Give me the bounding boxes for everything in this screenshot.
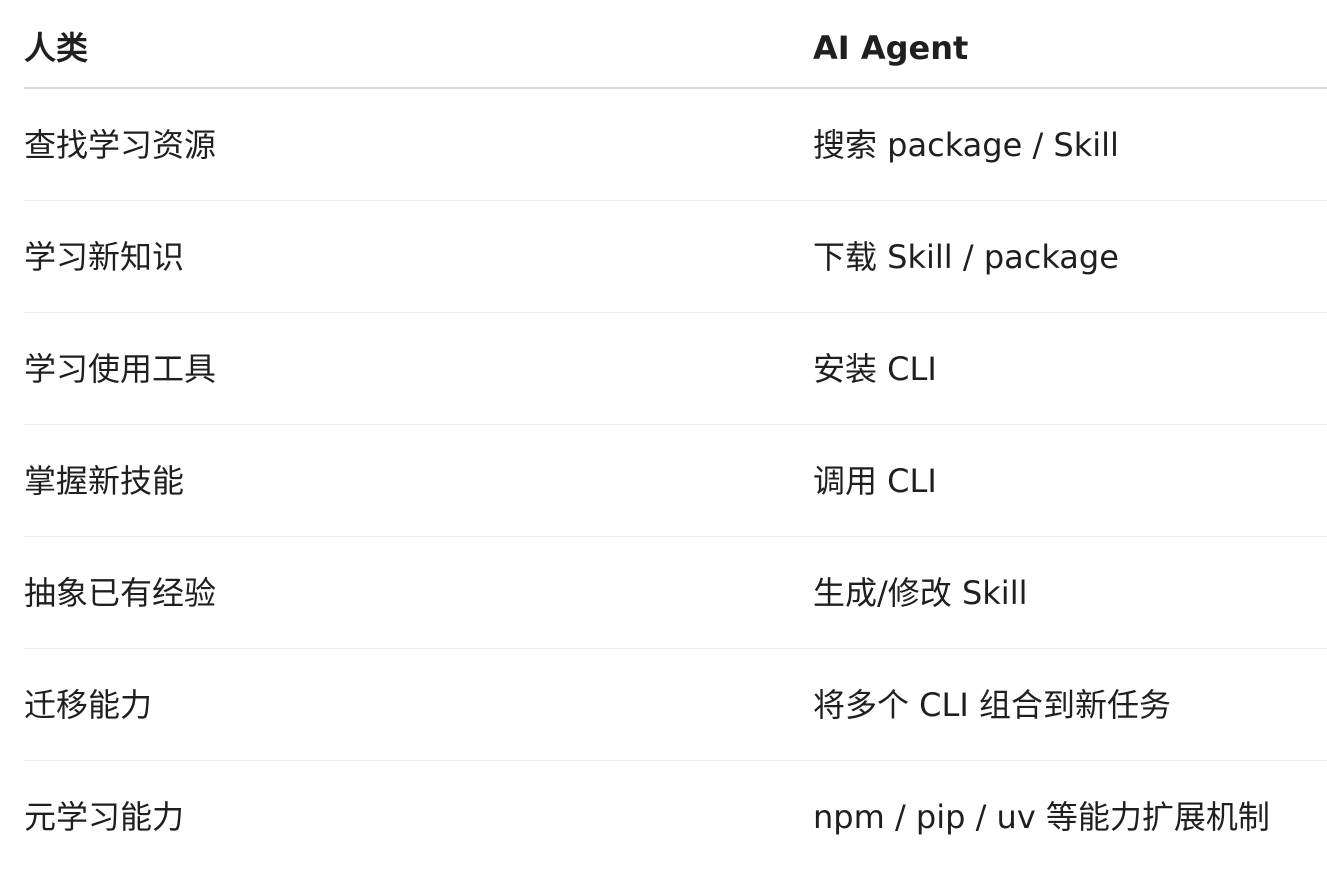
human-cell: 学习新知识 — [24, 237, 185, 276]
ai-agent-cell: 下载 Skill / package — [813, 237, 1119, 276]
table-row: 学习使用工具 安装 CLI — [24, 313, 1327, 425]
header-human: 人类 — [24, 28, 89, 67]
ai-agent-cell: 将多个 CLI 组合到新任务 — [813, 685, 1171, 724]
human-cell: 迁移能力 — [24, 685, 153, 724]
human-cell: 元学习能力 — [24, 798, 185, 836]
human-cell: 查找学习资源 — [24, 125, 217, 164]
header-ai-agent: AI Agent — [813, 28, 969, 67]
human-cell: 掌握新技能 — [24, 461, 185, 500]
table-row: 查找学习资源 搜索 package / Skill — [24, 89, 1327, 201]
ai-agent-cell: 搜索 package / Skill — [813, 125, 1119, 164]
human-cell: 抽象已有经验 — [24, 573, 217, 612]
table-row: 元学习能力 npm / pip / uv 等能力扩展机制 — [24, 761, 1327, 873]
ai-agent-cell: 安装 CLI — [813, 349, 937, 388]
table-header-row: 人类 AI Agent — [24, 0, 1327, 89]
comparison-table: 人类 AI Agent 查找学习资源 搜索 package / Skill 学习… — [24, 0, 1327, 873]
ai-agent-cell: npm / pip / uv 等能力扩展机制 — [813, 798, 1270, 836]
table-row: 掌握新技能 调用 CLI — [24, 425, 1327, 537]
table-row: 学习新知识 下载 Skill / package — [24, 201, 1327, 313]
table-row: 迁移能力 将多个 CLI 组合到新任务 — [24, 649, 1327, 761]
table-row: 抽象已有经验 生成/修改 Skill — [24, 537, 1327, 649]
ai-agent-cell: 调用 CLI — [813, 461, 937, 500]
ai-agent-cell: 生成/修改 Skill — [813, 573, 1028, 612]
human-cell: 学习使用工具 — [24, 349, 217, 388]
